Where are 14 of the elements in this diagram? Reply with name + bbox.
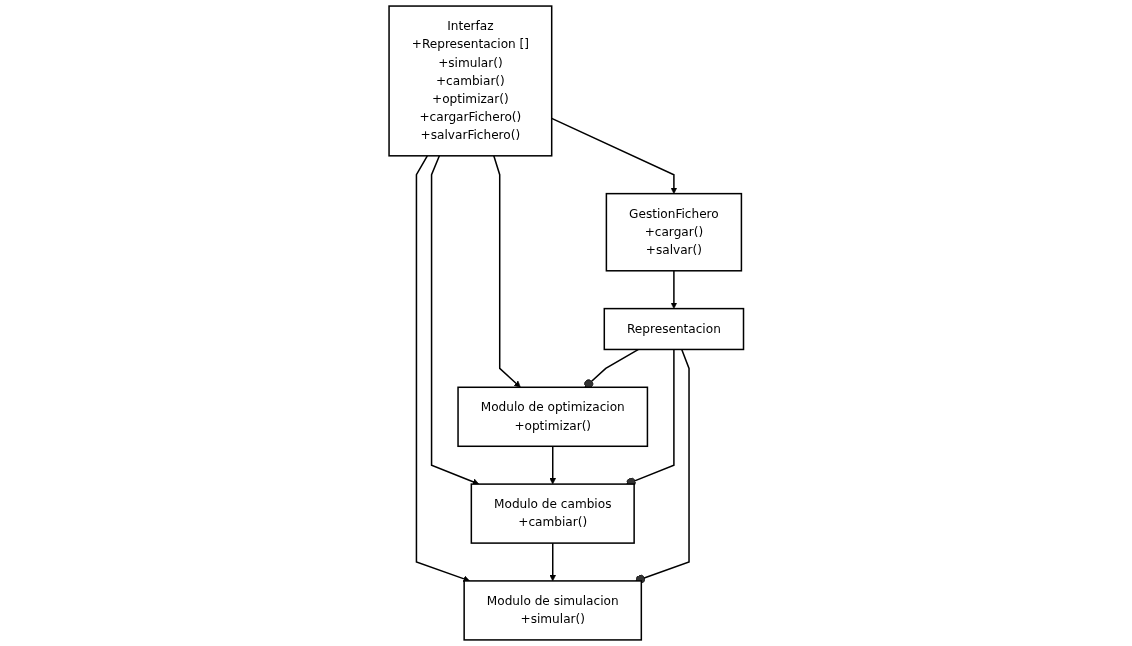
node-box: Modulo de simulacion +simular(): [463, 580, 642, 641]
node-box: Modulo de optimizacion +optimizar(): [457, 386, 648, 448]
arrow: [415, 155, 470, 583]
connector: [634, 348, 690, 584]
node-box: Interfaz +Representacion [] +simular() +cambiar() +optimizar() +cargarFichero() +salvarFichero(): [388, 5, 553, 157]
arrow: [549, 542, 556, 582]
arrow: [492, 155, 521, 388]
arrow: [549, 445, 556, 485]
arrow: [670, 270, 677, 309]
arrow: [430, 155, 479, 485]
node-box: Modulo de cambios +cambiar(): [470, 483, 635, 544]
node-box: GestionFichero +cargar() +salvar(): [605, 192, 742, 272]
connector: [583, 348, 639, 389]
node-box: Representacion: [603, 307, 744, 351]
